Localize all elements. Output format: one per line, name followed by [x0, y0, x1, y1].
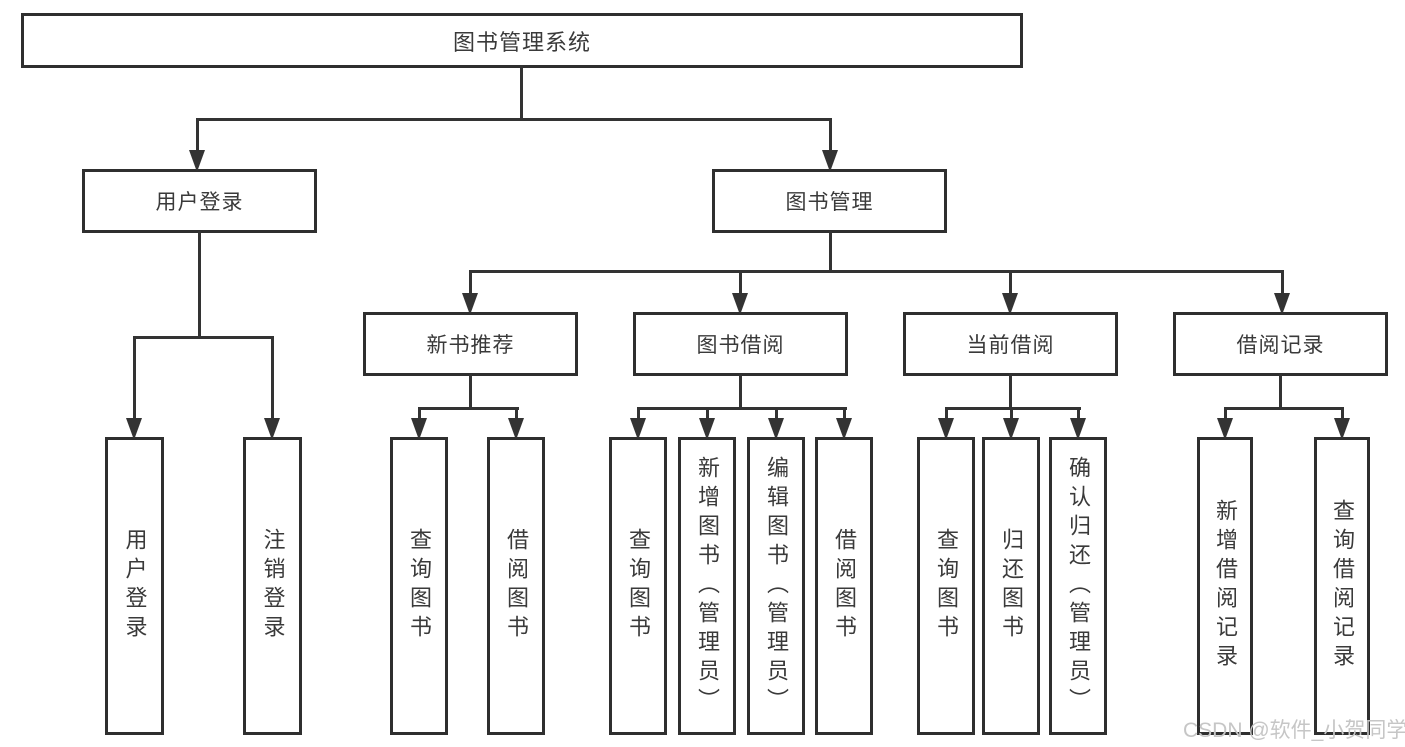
- leaf-logout: 注销登录: [243, 437, 302, 735]
- leaf-user-login: 用户登录: [105, 437, 164, 735]
- watermark: CSDN @软件_小贺同学: [1183, 719, 1405, 742]
- leaf-label: 借阅图书: [832, 528, 857, 644]
- leaf-label: 新增借阅记录: [1213, 499, 1238, 673]
- leaf-add-book-admin: 新增图书（管理员）: [678, 437, 736, 735]
- arrow-down-icon: [264, 337, 280, 440]
- leaf-label: 查询借阅记录: [1330, 499, 1355, 673]
- arrow-down-icon: [732, 271, 748, 315]
- connector-line: [1278, 374, 1282, 409]
- leaf-label: 用户登录: [122, 528, 148, 644]
- arrow-down-icon: [938, 408, 954, 440]
- connector-line: [417, 407, 519, 410]
- connector-line: [468, 270, 1284, 273]
- connector-line: [738, 374, 742, 409]
- leaf-label: 查询图书: [407, 528, 432, 644]
- node-label: 图书管理系统: [452, 29, 591, 55]
- leaf-label: 查询图书: [934, 528, 959, 644]
- arrow-down-icon: [189, 119, 205, 172]
- arrow-down-icon: [411, 408, 427, 440]
- node-library-management-system: 图书管理系统: [21, 13, 1023, 68]
- leaf-query-books-current: 查询图书: [917, 437, 975, 735]
- node-label: 图书借阅: [696, 334, 785, 357]
- node-current-borrowing: 当前借阅: [903, 312, 1118, 376]
- arrow-down-icon: [1003, 408, 1019, 440]
- node-label: 新书推荐: [426, 334, 515, 357]
- leaf-edit-book-admin: 编辑图书（管理员）: [747, 437, 805, 735]
- arrow-down-icon: [768, 408, 784, 440]
- arrow-down-icon: [508, 408, 524, 440]
- leaf-label: 编辑图书（管理员）: [764, 455, 789, 717]
- arrow-down-icon: [1274, 271, 1290, 315]
- connector-line: [519, 65, 523, 121]
- arrow-down-icon: [699, 408, 715, 440]
- leaf-label: 归还图书: [999, 528, 1024, 644]
- node-label: 当前借阅: [966, 334, 1055, 357]
- leaf-borrow-books-borrow: 借阅图书: [815, 437, 873, 735]
- node-book-management: 图书管理: [712, 169, 947, 233]
- connector-line: [195, 118, 832, 121]
- connector-line: [132, 336, 274, 339]
- arrow-down-icon: [1217, 408, 1233, 440]
- arrow-down-icon: [1334, 408, 1350, 440]
- connector-line: [944, 407, 1081, 410]
- connector-line: [1008, 374, 1012, 409]
- node-label: 用户登录: [155, 191, 244, 214]
- connector-line: [468, 374, 472, 409]
- arrow-down-icon: [126, 337, 142, 440]
- leaf-label: 新增图书（管理员）: [695, 455, 720, 717]
- node-book-borrowing: 图书借阅: [633, 312, 848, 376]
- leaf-return-books: 归还图书: [982, 437, 1040, 735]
- leaf-query-books-borrow: 查询图书: [609, 437, 667, 735]
- connector-line: [828, 231, 832, 272]
- node-borrowing-records: 借阅记录: [1173, 312, 1388, 376]
- node-label: 借阅记录: [1236, 334, 1325, 357]
- leaf-label: 查询图书: [626, 528, 651, 644]
- node-label: 图书管理: [785, 191, 874, 214]
- connector-line: [1223, 407, 1344, 410]
- leaf-borrow-books-newbooks: 借阅图书: [487, 437, 545, 735]
- arrow-down-icon: [462, 271, 478, 315]
- node-user-login: 用户登录: [82, 169, 317, 233]
- leaf-label: 注销登录: [260, 528, 286, 644]
- leaf-query-books-newbooks: 查询图书: [390, 437, 448, 735]
- leaf-label: 确认归还（管理员）: [1066, 455, 1091, 717]
- connector-line: [197, 231, 201, 338]
- arrow-down-icon: [836, 408, 852, 440]
- arrow-down-icon: [630, 408, 646, 440]
- arrow-down-icon: [1002, 271, 1018, 315]
- connector-line: [636, 407, 847, 410]
- leaf-confirm-return-admin: 确认归还（管理员）: [1049, 437, 1107, 735]
- arrow-down-icon: [1070, 408, 1086, 440]
- leaf-query-borrow-record: 查询借阅记录: [1314, 437, 1370, 735]
- node-new-book-recommendation: 新书推荐: [363, 312, 578, 376]
- arrow-down-icon: [822, 119, 838, 172]
- leaf-add-borrow-record: 新增借阅记录: [1197, 437, 1253, 735]
- leaf-label: 借阅图书: [504, 528, 529, 644]
